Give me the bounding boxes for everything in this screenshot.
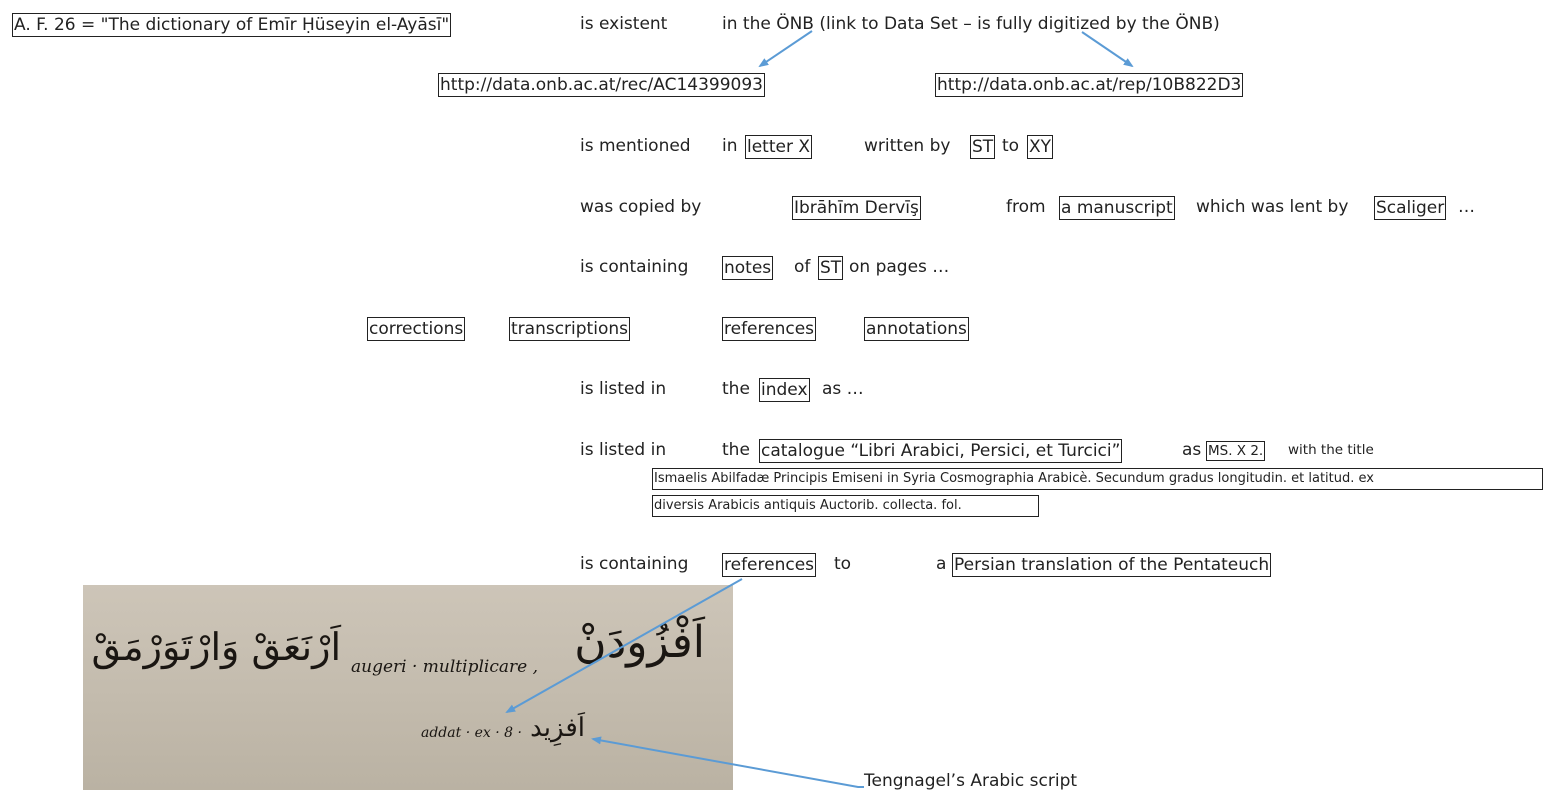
letter-box: letter X — [745, 135, 813, 159]
refs-to: to — [834, 554, 852, 574]
predicate-is-existent: is existent — [580, 14, 668, 34]
notes-author-box: ST — [818, 256, 844, 280]
link-record[interactable]: http://data.onb.ac.at/rec/AC14399093 — [438, 73, 765, 97]
arrow-caption-to-script — [591, 736, 864, 788]
arrow-to-digital-link — [1081, 31, 1134, 68]
predicate-is-listed-index: is listed in — [580, 379, 667, 399]
manuscript-arabic-right: اَفْزُودَنْ — [574, 617, 705, 668]
existent-object: in the ÖNB (link to Data Set – is fully … — [722, 14, 1220, 34]
note-type-references: references — [722, 317, 817, 341]
copyist-box: Ibrāhīm Dervīş — [792, 196, 921, 220]
manuscript-latin-note: addat · ex · 8 · — [421, 725, 522, 741]
mentioned-in: in — [722, 136, 738, 156]
catalogue-title-line-2: diversis Arabicis antiquis Auctorib. col… — [652, 495, 1039, 517]
lender-box: Scaliger — [1374, 196, 1447, 220]
arrow-references-to-note — [505, 578, 743, 713]
manuscript-latin-gloss: augeri · multiplicare , — [351, 657, 538, 677]
references-box: references — [722, 553, 817, 577]
catalogue-with-title: with the title — [1288, 442, 1374, 458]
predicate-is-listed-catalogue: is listed in — [580, 440, 667, 460]
index-box: index — [759, 378, 810, 402]
link-digital[interactable]: http://data.onb.ac.at/rep/10B822D3 — [935, 73, 1244, 97]
manuscript-heading: A. F. 26 = "The dictionary of Emīr Ḥüsey… — [12, 13, 452, 37]
manuscript-arabic-left: اَرْنَعَقْ وَارْتَوَرْمَقْ — [91, 625, 341, 669]
predicate-is-containing-notes: is containing — [580, 257, 689, 277]
index-as: as … — [822, 379, 864, 399]
predicate-is-containing-refs: is containing — [580, 554, 689, 574]
notes-of: of — [794, 257, 811, 277]
mentioned-to: to — [1002, 136, 1020, 156]
predicate-was-copied: was copied by — [580, 197, 702, 217]
notes-box: notes — [722, 256, 774, 280]
tengnagel-caption: Tengnagel’s Arabic script — [864, 771, 1078, 791]
arrow-to-record-link — [758, 30, 813, 68]
catalogue-box: catalogue “Libri Arabici, Persici, et Tu… — [759, 439, 1123, 463]
predicate-is-mentioned: is mentioned — [580, 136, 691, 156]
pentateuch-box: Persian translation of the Pentateuch — [952, 553, 1272, 577]
mentioned-written-by: written by — [864, 136, 951, 156]
author-box: ST — [970, 135, 996, 159]
refs-a: a — [936, 554, 947, 574]
note-type-transcriptions: transcriptions — [509, 317, 630, 341]
copied-from: from — [1006, 197, 1046, 217]
manuscript-arabic-note: اَفزِيد — [530, 713, 585, 743]
manuscript-photo: اَرْنَعَقْ وَارْتَوَرْمَقْ augeri · mult… — [83, 585, 733, 790]
source-manuscript-box: a manuscript — [1059, 196, 1175, 220]
copied-ellipsis: … — [1458, 197, 1475, 217]
recipient-box: XY — [1027, 135, 1054, 159]
catalogue-the: the — [722, 440, 750, 460]
note-type-corrections: corrections — [367, 317, 466, 341]
shelfmark-box: MS. X 2. — [1206, 441, 1266, 461]
copied-lent-by: which was lent by — [1196, 197, 1349, 217]
index-the: the — [722, 379, 750, 399]
notes-pages: on pages … — [849, 257, 950, 277]
catalogue-as: as — [1182, 440, 1202, 460]
catalogue-title-line-1: Ismaelis Abilfadæ Principis Emiseni in S… — [652, 468, 1543, 490]
note-type-annotations: annotations — [864, 317, 969, 341]
